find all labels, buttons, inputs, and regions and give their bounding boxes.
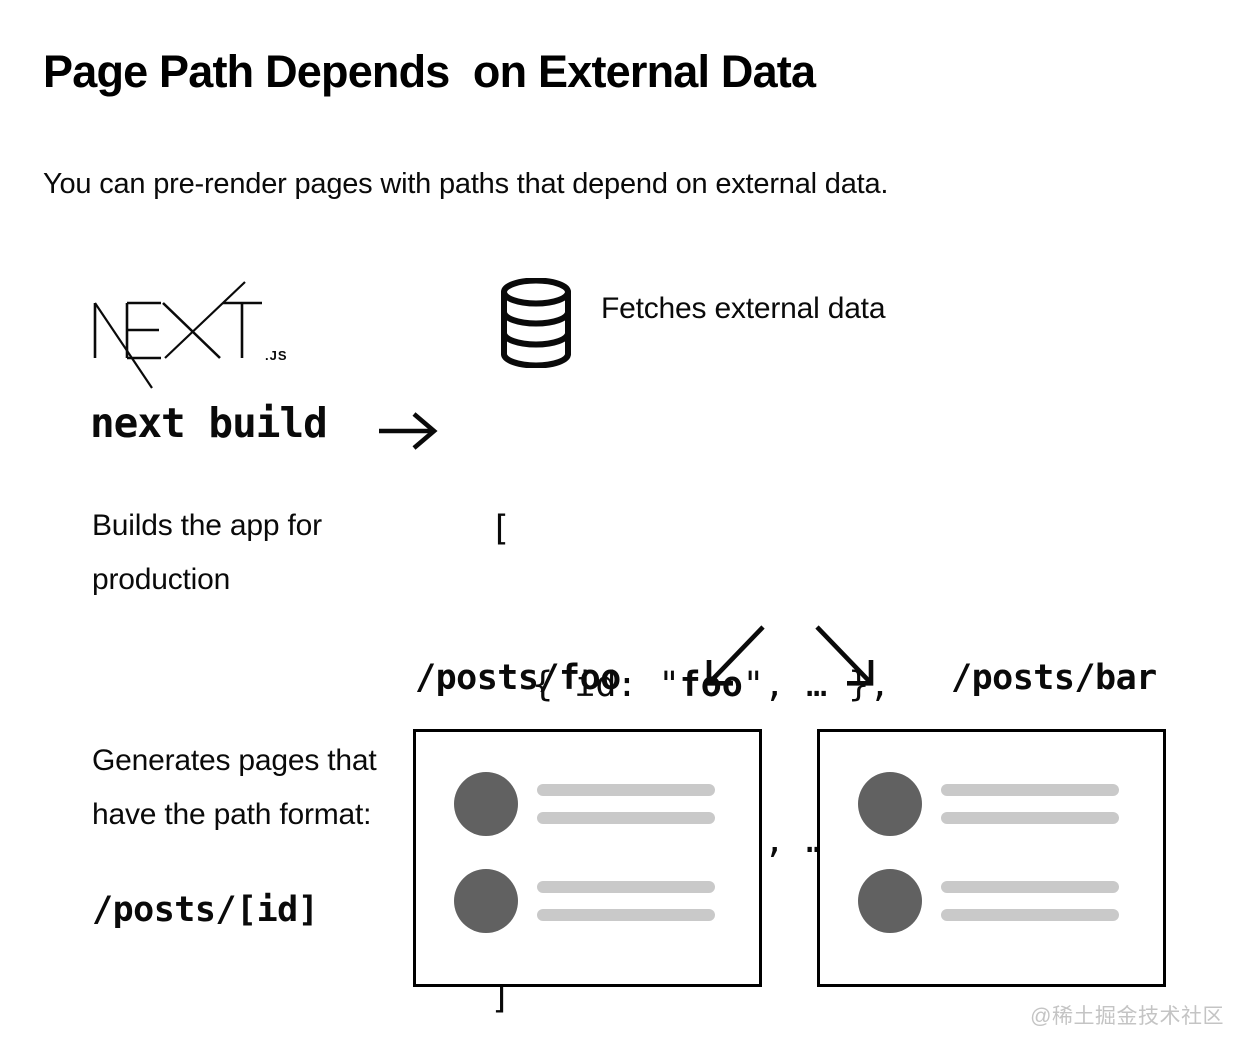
- avatar-circle: [858, 772, 922, 836]
- text-line-bar: [537, 909, 715, 921]
- text-line-bar: [941, 909, 1119, 921]
- fetches-external-data-label: Fetches external data: [601, 292, 886, 325]
- code-line-close: ]: [490, 977, 512, 1017]
- next-build-command: next build: [90, 399, 328, 447]
- page-mockup-foo: [413, 729, 762, 987]
- down-right-arrow-icon: [815, 625, 871, 683]
- text-line-bar: [941, 812, 1119, 824]
- text-line-bar: [941, 784, 1119, 796]
- text-line-bar: [537, 784, 715, 796]
- database-icon: [501, 278, 571, 368]
- avatar-circle: [858, 869, 922, 933]
- right-arrow-icon: [379, 412, 438, 450]
- watermark: @稀土掘金技术社区: [1030, 1005, 1224, 1028]
- text-line-bar: [941, 881, 1119, 893]
- page-title: Page Path Depends on External Data: [43, 46, 816, 97]
- nextjs-logo-suffix: .JS: [265, 348, 288, 363]
- list-item: [858, 772, 1163, 836]
- nextjs-logo-icon: .JS: [93, 281, 288, 389]
- text-line-bar: [537, 881, 715, 893]
- code-line-open: [: [490, 509, 512, 549]
- avatar-circle: [454, 869, 518, 933]
- avatar-circle: [454, 772, 518, 836]
- text-line-bar: [537, 812, 715, 824]
- down-left-arrow-icon: [706, 625, 874, 686]
- posts-foo-path: /posts/foo: [415, 658, 621, 698]
- list-item: [454, 772, 759, 836]
- code-line-foo: { id: "foo", … },: [490, 665, 891, 705]
- page-mockup-bar: [817, 729, 1166, 987]
- builds-caption: Builds the app for production: [92, 509, 322, 596]
- generates-caption: Generates pages that have the path forma…: [92, 744, 377, 831]
- list-item: [454, 869, 759, 933]
- list-item: [858, 869, 1163, 933]
- posts-bar-path: /posts/bar: [951, 658, 1157, 698]
- path-format-label: /posts/[id]: [92, 890, 319, 930]
- subtitle: You can pre-render pages with paths that…: [43, 168, 889, 200]
